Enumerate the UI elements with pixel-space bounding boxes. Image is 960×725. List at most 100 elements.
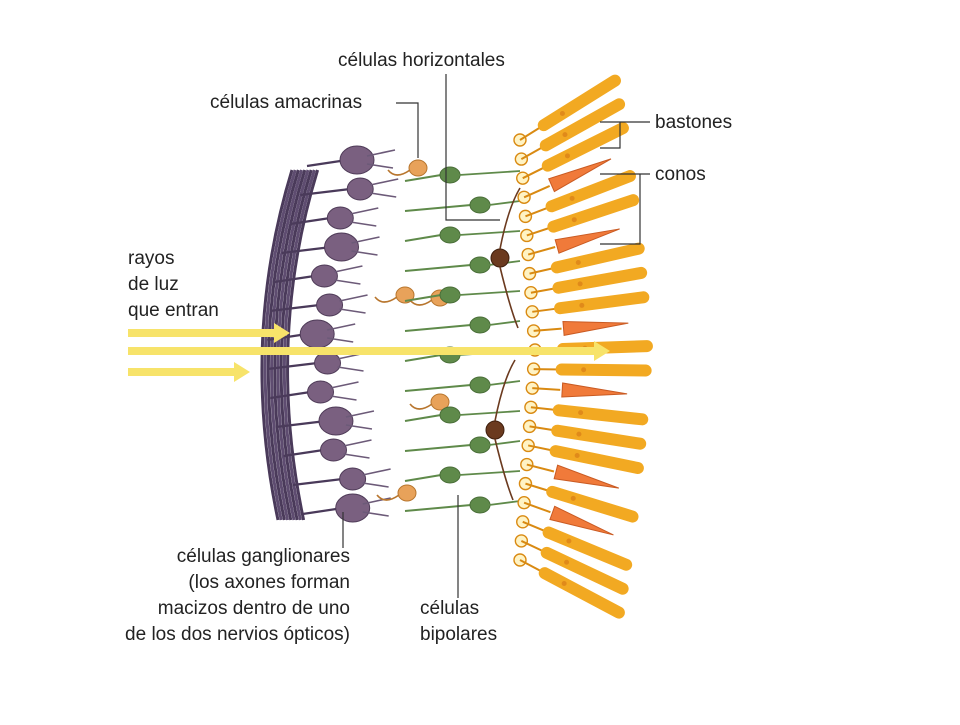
- ganglion-dendrite: [363, 469, 391, 487]
- bipolar-axon: [405, 355, 441, 361]
- rod-segment-mark: [565, 153, 570, 158]
- label-light-rays-3: que entran: [128, 298, 219, 324]
- ganglion-dendrite: [370, 179, 398, 197]
- label-bipolar-1: células: [420, 596, 479, 622]
- rod-cell: [560, 297, 643, 308]
- amacrine-process: [375, 297, 397, 302]
- label-amacrine-cells: células amacrinas: [210, 90, 362, 116]
- ganglion-dendrite: [350, 208, 378, 226]
- amacrine-cell: [409, 160, 427, 176]
- photoreceptor-nucleus: [522, 249, 534, 261]
- label-cones: conos: [655, 162, 706, 188]
- ganglion-dendrite: [343, 440, 371, 458]
- ganglion-cell: [340, 468, 366, 490]
- rod-segment-mark: [581, 367, 586, 372]
- label-bipolar-2: bipolares: [420, 622, 497, 648]
- bipolar-cell-layer: [405, 167, 520, 513]
- bipolar-axon: [405, 385, 471, 391]
- bipolar-dendrite: [459, 171, 520, 175]
- bipolar-cell: [470, 257, 490, 273]
- rod-segment-mark: [575, 453, 580, 458]
- cone-cell: [554, 465, 619, 488]
- rod-segment-mark: [578, 410, 583, 415]
- rod-segment-mark: [564, 560, 569, 565]
- bipolar-cell: [470, 197, 490, 213]
- bipolar-cell: [440, 467, 460, 483]
- ganglion-cell: [320, 439, 346, 461]
- ganglion-cell: [325, 233, 359, 261]
- ganglion-cell: [311, 265, 337, 287]
- bipolar-axon: [405, 415, 441, 421]
- rod-cell: [562, 369, 646, 370]
- ganglion-axon: [293, 479, 343, 485]
- rod-segment-mark: [566, 538, 571, 543]
- light-ray: [128, 329, 276, 337]
- amacrine-process: [410, 404, 432, 409]
- ganglion-cell: [347, 178, 373, 200]
- label-horizontal-cells: células horizontales: [338, 48, 505, 74]
- light-ray: [128, 347, 596, 355]
- bipolar-dendrite: [489, 501, 520, 505]
- rod-segment-mark: [560, 111, 565, 116]
- rod-segment-mark: [562, 581, 567, 586]
- ganglion-cell: [336, 494, 370, 522]
- label-ganglion-2: (los axones forman: [188, 570, 350, 596]
- photoreceptor-stalk: [524, 186, 550, 197]
- rod-segment-mark: [579, 303, 584, 308]
- bipolar-dendrite: [489, 201, 520, 205]
- cone-cell: [563, 321, 628, 335]
- rod-segment-mark: [576, 260, 581, 265]
- bipolar-axon: [405, 445, 471, 451]
- bipolar-axon: [405, 235, 441, 241]
- rod-segment-mark: [571, 496, 576, 501]
- leader-horizontal-cells: [446, 74, 500, 220]
- rod-segment-mark: [572, 217, 577, 222]
- bipolar-cell: [470, 317, 490, 333]
- bipolar-axon: [405, 205, 471, 211]
- ganglion-cell: [315, 352, 341, 374]
- ganglion-cell: [317, 294, 343, 316]
- amacrine-process: [377, 495, 399, 500]
- rod-segment-mark: [562, 132, 567, 137]
- bipolar-dendrite: [459, 231, 520, 235]
- ganglion-cell: [300, 320, 334, 348]
- label-rods: bastones: [655, 110, 732, 136]
- leader-amacrine-cells: [396, 103, 418, 158]
- light-ray: [128, 368, 236, 376]
- label-ganglion-1: células ganglionares: [177, 544, 350, 570]
- leader-lines: [343, 74, 650, 598]
- bipolar-axon: [405, 325, 471, 331]
- rod-cell: [557, 249, 639, 268]
- rod-cell: [558, 273, 641, 288]
- label-light-rays-2: de luz: [128, 272, 179, 298]
- bipolar-dendrite: [489, 441, 520, 445]
- bipolar-cell: [440, 407, 460, 423]
- bipolar-cell: [440, 287, 460, 303]
- ganglion-dendrite: [334, 266, 362, 284]
- amacrine-process: [388, 170, 410, 175]
- bipolar-cell: [440, 227, 460, 243]
- ganglion-dendrite: [340, 295, 368, 313]
- bipolar-axon: [405, 175, 441, 181]
- ganglion-cell: [340, 146, 374, 174]
- label-light-rays-1: rayos: [128, 246, 174, 272]
- label-ganglion-3: macizos dentro de uno: [158, 596, 350, 622]
- ganglion-dendrite: [331, 382, 359, 400]
- rod-segment-mark: [576, 432, 581, 437]
- label-ganglion-4: de los dos nervios ópticos): [125, 622, 350, 648]
- bipolar-dendrite: [459, 411, 520, 415]
- rod-cell: [557, 431, 640, 444]
- bipolar-dendrite: [459, 471, 520, 475]
- ganglion-cell: [319, 407, 353, 435]
- rod-segment-mark: [578, 281, 583, 286]
- ganglion-dendrite: [338, 353, 366, 371]
- bipolar-dendrite: [459, 291, 520, 295]
- bipolar-cell: [470, 437, 490, 453]
- bipolar-axon: [405, 475, 441, 481]
- rod-cell: [559, 410, 643, 419]
- bipolar-axon: [405, 505, 471, 511]
- ganglion-cell: [327, 207, 353, 229]
- rod-cell: [556, 451, 638, 468]
